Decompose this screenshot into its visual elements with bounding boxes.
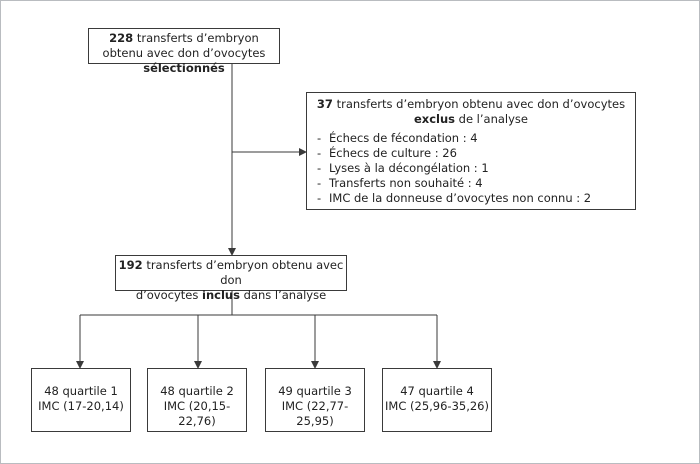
included-text: transferts d’embryon obtenu avec don <box>146 258 344 287</box>
selected-text: transferts d’embryon obtenu avec don d’o… <box>102 31 266 60</box>
quartile-bmi-range: IMC (17-20,14) <box>38 399 124 413</box>
excluded-transfers-box: 37 transferts d’embryon obtenu avec don … <box>306 92 636 210</box>
excluded-count: 37 <box>316 97 333 111</box>
included-line-2: d’ovocytes inclus dans l’analyse <box>135 288 327 302</box>
excluded-text: transferts d’embryon obtenu avec don d’o… <box>336 97 626 111</box>
exclusion-reason: -Échecs de culture : 26 <box>317 146 457 160</box>
excluded-status: exclus <box>413 112 455 126</box>
quartile-label: 47 quartile 4 <box>400 384 474 398</box>
selected-line-1: 228 transferts d’embryon obtenu avec don… <box>89 31 279 61</box>
included-line-1: 192 transferts d’embryon obtenu avec don <box>116 258 346 288</box>
excluded-heading: 37 transferts d’embryon obtenu avec don … <box>313 97 629 127</box>
quartile-4-box: 47 quartile 4 IMC (25,96-35,26) <box>382 368 492 432</box>
quartile-label: 48 quartile 1 <box>44 384 118 398</box>
selected-count: 228 <box>109 31 134 45</box>
quartile-label: 49 quartile 3 <box>278 384 352 398</box>
quartile-bmi-range: IMC (22,77-25,95) <box>281 399 349 428</box>
quartile-bmi-range: IMC (25,96-35,26) <box>385 399 489 413</box>
selected-transfers-box: 228 transferts d’embryon obtenu avec don… <box>88 28 280 75</box>
excluded-line-2: exclus de l’analyse <box>313 112 629 127</box>
included-transfers-box: 192 transferts d’embryon obtenu avec don… <box>115 255 347 302</box>
exclusion-reason: -Échecs de fécondation : 4 <box>317 131 478 145</box>
exclusion-reason: -IMC de la donneuse d’ovocytes non connu… <box>317 191 592 205</box>
exclusion-reasons-list: -Échecs de fécondation : 4 -Échecs de cu… <box>313 131 629 206</box>
included-count: 192 <box>118 258 143 272</box>
quartile-2-box: 48 quartile 2 IMC (20,15-22,76) <box>147 368 247 432</box>
excluded-suffix: de l’analyse <box>458 112 528 126</box>
exclusion-reason: -Transferts non souhaité : 4 <box>317 176 483 190</box>
quartile-3-box: 49 quartile 3 IMC (22,77-25,95) <box>265 368 365 432</box>
quartile-1-box: 48 quartile 1 IMC (17-20,14) <box>31 368 131 432</box>
quartile-label: 48 quartile 2 <box>160 384 234 398</box>
selected-line-2: sélectionnés <box>89 61 279 76</box>
exclusion-reason: -Lyses à la décongélation : 1 <box>317 161 489 175</box>
included-status: inclus <box>202 288 240 302</box>
quartile-bmi-range: IMC (20,15-22,76) <box>163 399 231 428</box>
excluded-line-1: 37 transferts d’embryon obtenu avec don … <box>313 97 629 112</box>
selected-status: sélectionnés <box>143 61 225 75</box>
